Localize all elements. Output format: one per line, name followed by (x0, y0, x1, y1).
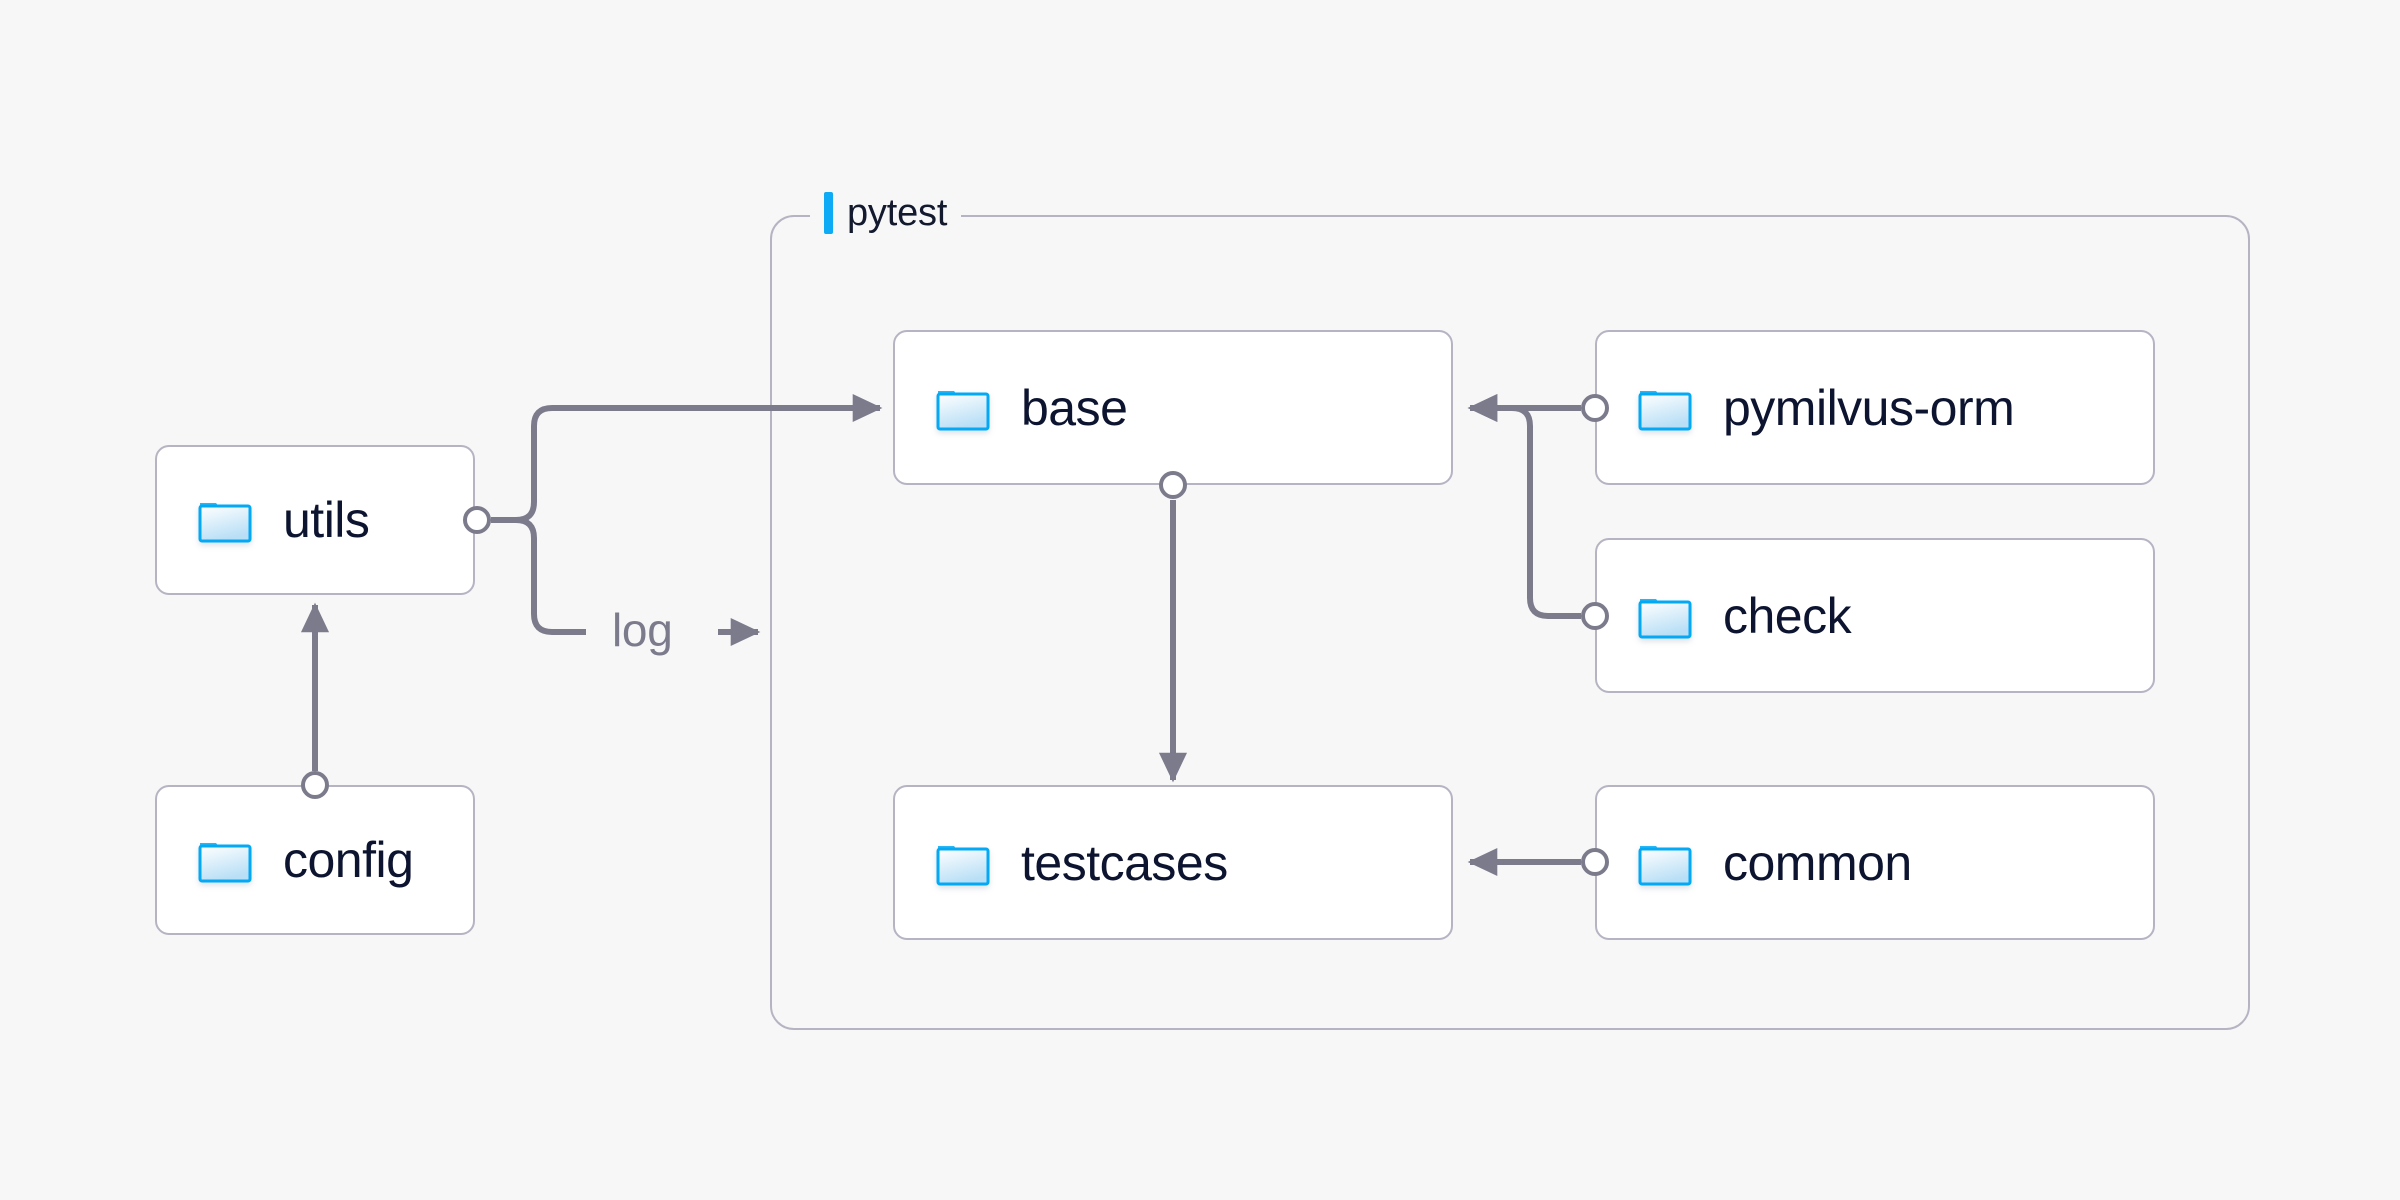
node-label-pymilvus-orm: pymilvus-orm (1723, 379, 2015, 436)
node-check[interactable]: check (1595, 538, 2155, 693)
folder-icon (1638, 845, 1692, 885)
edge-utils-log-a (491, 517, 586, 635)
port-check-left[interactable] (1581, 602, 1609, 630)
folder-icon (936, 845, 990, 885)
node-label-common: common (1723, 834, 1912, 891)
port-utils-right[interactable] (463, 506, 491, 534)
group-label-pytest[interactable]: pytest (810, 190, 962, 236)
port-pymilvus-orm-left[interactable] (1581, 394, 1609, 422)
node-label-utils: utils (283, 492, 370, 548)
folder-icon (198, 843, 252, 883)
group-accent-bar (824, 192, 833, 234)
group-label-text: pytest (847, 192, 948, 234)
group-container-pytest[interactable] (770, 215, 2250, 1030)
node-label-config: config (283, 832, 414, 888)
folder-icon (1638, 390, 1692, 430)
edge-label-log: log (600, 603, 685, 657)
node-testcases[interactable]: testcases (893, 785, 1453, 940)
node-label-testcases: testcases (1021, 834, 1228, 891)
port-common-left[interactable] (1581, 848, 1609, 876)
port-base-bottom[interactable] (1159, 471, 1187, 499)
node-config[interactable]: config (155, 785, 475, 935)
node-common[interactable]: common (1595, 785, 2155, 940)
folder-icon (1638, 598, 1692, 638)
node-pymilvus-orm[interactable]: pymilvus-orm (1595, 330, 2155, 485)
node-utils[interactable]: utils (155, 445, 475, 595)
port-config-top[interactable] (301, 771, 329, 799)
folder-icon (936, 390, 990, 430)
node-base[interactable]: base (893, 330, 1453, 485)
node-label-base: base (1021, 379, 1128, 436)
folder-icon (198, 503, 252, 543)
node-label-check: check (1723, 587, 1852, 644)
